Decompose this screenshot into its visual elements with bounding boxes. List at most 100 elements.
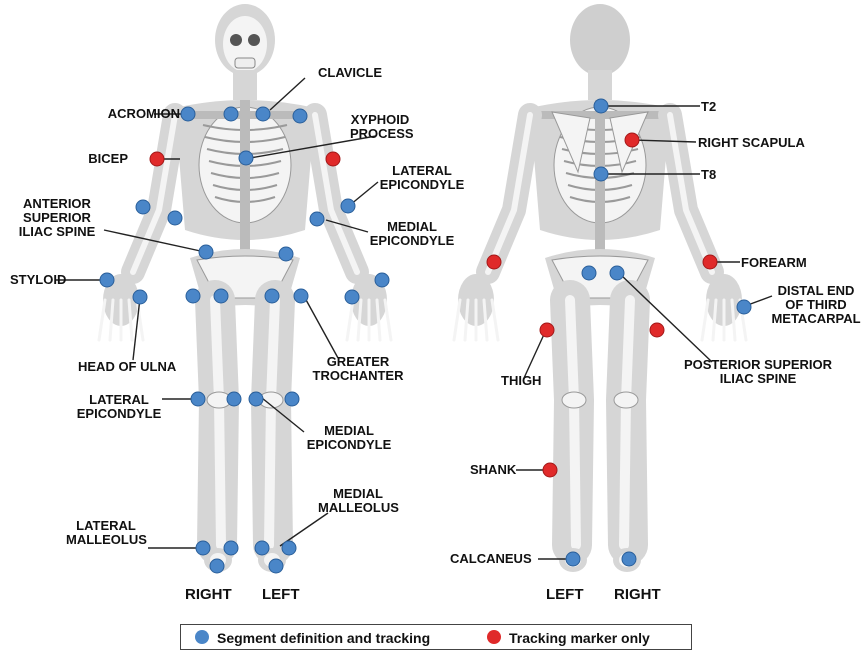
marker-segment-t8: [594, 167, 608, 181]
back-figure: [454, 4, 746, 572]
marker-segment-asis-right: [199, 245, 213, 259]
marker-segment-ankle-lateral-right: [196, 541, 210, 555]
marker-segment-acromion-right: [181, 107, 195, 121]
label-clavicle: CLAVICLE: [318, 66, 382, 80]
marker-segment-head-of-ulna-left: [345, 290, 359, 304]
marker-segment-trochanter-right-inner: [186, 289, 200, 303]
marker-tracking-thigh-right: [650, 323, 664, 337]
marker-segment-lateral-epicondyle-left: [341, 199, 355, 213]
front-neck: [233, 70, 257, 100]
back-knee-right: [614, 392, 638, 408]
label-back-right: RIGHT: [614, 588, 661, 602]
marker-segment-trochanter-right: [214, 289, 228, 303]
label-right-scapula: RIGHT SCAPULA: [698, 136, 805, 150]
marker-segment-knee-lateral-left: [285, 392, 299, 406]
marker-segment-psis-left: [582, 266, 596, 280]
label-thigh: THIGH: [501, 374, 541, 388]
legend-tracking-marker-icon: [487, 630, 501, 644]
label-medial-malleolus: MEDIAL MALLEOLUS: [318, 487, 398, 515]
label-acromion: ACROMION: [108, 107, 180, 121]
label-bicep: BICEP: [88, 152, 128, 166]
label-medial-epicondyle-leg: MEDIAL EPICONDYLE: [305, 424, 393, 452]
marker-segment-trochanter-left: [265, 289, 279, 303]
body-silhouettes: [99, 4, 746, 572]
marker-segment-ankle-medial-right: [224, 541, 238, 555]
marker-segment-lateral-epicondyle-right: [136, 200, 150, 214]
label-lateral-epicondyle-leg: LATERAL EPICONDYLE: [76, 393, 162, 421]
leader-line: [524, 330, 546, 378]
leader-line: [350, 182, 378, 205]
marker-tracking-bicep-left: [326, 152, 340, 166]
leader-line: [305, 298, 338, 358]
label-back-left: LEFT: [546, 588, 584, 602]
front-jaw: [235, 58, 255, 68]
label-lateral-malleolus: LATERAL MALLEOLUS: [66, 519, 146, 547]
marker-tracking-thigh-left: [540, 323, 554, 337]
label-front-right: RIGHT: [185, 588, 232, 602]
marker-segment-toe-left: [269, 559, 283, 573]
back-finger: [492, 300, 498, 340]
label-forearm: FOREARM: [741, 256, 807, 270]
front-finger: [347, 300, 353, 340]
label-distal-end-of-third-metacarpal: DISTAL END OF THIRD METACARPAL: [770, 284, 862, 326]
marker-segment-medial-epicondyle-left: [310, 212, 324, 226]
label-anterior-superior-iliac-spine: ANTERIOR SUPERIOR ILIAC SPINE: [12, 197, 102, 239]
marker-tracking-bicep-right: [150, 152, 164, 166]
marker-segment-knee-medial-right: [227, 392, 241, 406]
marker-segment-styloid-right: [100, 273, 114, 287]
marker-segment-calcaneus-right: [622, 552, 636, 566]
marker-segment-asis-left: [279, 247, 293, 261]
back-finger: [702, 300, 708, 340]
marker-tracking-forearm-left: [487, 255, 501, 269]
marker-segment-knee-lateral-right: [191, 392, 205, 406]
front-leg-bone-right: [269, 300, 275, 545]
label-greater-trochanter: GREATER TROCHANTER: [308, 355, 408, 383]
label-t2: T2: [701, 100, 716, 114]
marker-segment-knee-medial-left: [249, 392, 263, 406]
front-spine: [240, 100, 250, 265]
marker-tracking-forearm-right: [703, 255, 717, 269]
legend-tracking-label: Tracking marker only: [509, 630, 650, 646]
marker-tracking-shank-left: [543, 463, 557, 477]
back-head: [570, 4, 630, 76]
marker-segment-calcaneus-left: [566, 552, 580, 566]
label-head-of-ulna: HEAD OF ULNA: [78, 360, 176, 374]
marker-segment-styloid-left: [375, 273, 389, 287]
marker-segment-ankle-lateral-left: [282, 541, 296, 555]
marker-tracking-right-scapula: [625, 133, 639, 147]
front-eye-right: [248, 34, 260, 46]
marker-segment-acromion-mid-right: [224, 107, 238, 121]
front-eye-left: [230, 34, 242, 46]
front-leg-bone-left: [215, 300, 221, 545]
front-finger: [385, 300, 391, 340]
label-posterior-superior-iliac-spine: POSTERIOR SUPERIOR ILIAC SPINE: [678, 358, 838, 386]
legend-segment-marker-icon: [195, 630, 209, 644]
label-front-left: LEFT: [262, 588, 300, 602]
label-lateral-epicondyle-arm: LATERAL EPICONDYLE: [378, 164, 466, 192]
marker-segment-trochanter-left-outer: [294, 289, 308, 303]
back-leg-bone-right: [624, 300, 630, 545]
front-finger: [99, 300, 105, 340]
back-knee-left: [562, 392, 586, 408]
marker-segment-toe-right: [210, 559, 224, 573]
marker-segment-t2: [594, 99, 608, 113]
marker-segment-acromion-left: [293, 109, 307, 123]
marker-segment-ankle-medial-left: [255, 541, 269, 555]
marker-segment-xyphoid: [239, 151, 253, 165]
legend-segment-label: Segment definition and tracking: [217, 630, 430, 646]
marker-segment-psis-right: [610, 266, 624, 280]
label-styloid: STYLOID: [10, 273, 66, 287]
legend: Segment definition and tracking Tracking…: [180, 624, 692, 650]
label-xyphoid-process: XYPHOID PROCESS: [350, 113, 410, 141]
back-finger: [454, 300, 460, 340]
marker-segment-acromion-mid-left: [256, 107, 270, 121]
marker-segment-head-of-ulna-right: [133, 290, 147, 304]
label-medial-epicondyle-arm: MEDIAL EPICONDYLE: [368, 220, 456, 248]
marker-segment-metacarpal-right: [737, 300, 751, 314]
back-neck: [588, 70, 612, 100]
marker-segment-medial-epicondyle-right: [168, 211, 182, 225]
label-shank: SHANK: [470, 463, 516, 477]
back-spine: [595, 100, 605, 265]
label-t8: T8: [701, 168, 716, 182]
